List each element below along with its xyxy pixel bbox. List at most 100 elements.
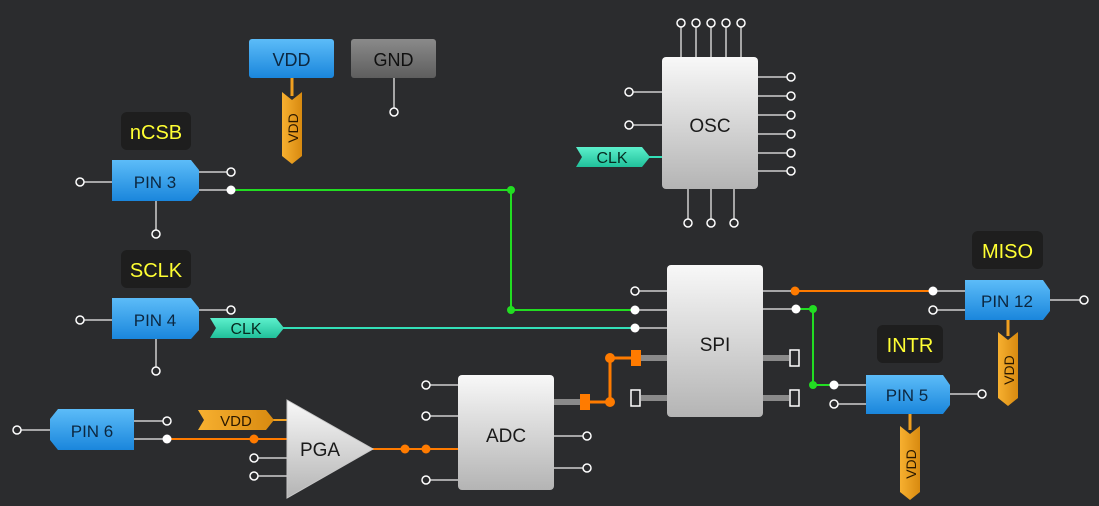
pin-4[interactable]: PIN 4	[75, 298, 236, 376]
vdd-net-flag-pin12[interactable]: VDD	[998, 332, 1018, 406]
pin-3[interactable]: PIN 3	[75, 160, 236, 239]
terminal[interactable]	[786, 166, 796, 176]
terminal[interactable]	[676, 18, 686, 28]
wire-ncsb[interactable]	[231, 189, 635, 311]
bus-port[interactable]	[580, 394, 590, 410]
label-intr: INTR	[877, 325, 943, 363]
terminal[interactable]	[249, 471, 259, 481]
wire-adc-spi[interactable]	[585, 356, 636, 404]
label-sclk: SCLK	[121, 250, 191, 288]
terminal[interactable]	[421, 380, 431, 390]
clk-net-flag-sclk[interactable]: CLK	[210, 318, 284, 338]
vdd-net-label: VDD	[903, 449, 919, 479]
vdd-net-flag-pin5[interactable]: VDD	[900, 426, 920, 500]
pin-4-label: PIN 4	[134, 311, 177, 330]
terminal[interactable]	[829, 380, 839, 390]
wire-junction	[790, 286, 800, 296]
terminal[interactable]	[786, 72, 796, 82]
bus-port[interactable]	[789, 389, 800, 407]
osc-label: OSC	[689, 116, 730, 137]
vdd-net-flag	[282, 92, 302, 164]
vdd-supply[interactable]: VDD VDD	[249, 39, 334, 164]
label-ncsb: nCSB	[121, 112, 191, 150]
terminal[interactable]	[829, 399, 839, 409]
terminal[interactable]	[977, 389, 987, 399]
wire-junction	[809, 305, 817, 313]
spi-block[interactable]: SPI	[630, 265, 801, 417]
terminal[interactable]	[736, 18, 746, 28]
adc-block[interactable]: ADC	[421, 375, 592, 490]
vdd-net-label: VDD	[220, 413, 252, 430]
spi-label: SPI	[700, 335, 731, 356]
terminal[interactable]	[226, 185, 236, 195]
terminal[interactable]	[630, 305, 640, 315]
terminal[interactable]	[928, 305, 938, 315]
terminal[interactable]	[683, 218, 693, 228]
wire-junction	[400, 444, 410, 454]
bus-port[interactable]	[631, 350, 641, 366]
terminal[interactable]	[786, 129, 796, 139]
pga-label: PGA	[300, 440, 340, 461]
gnd-supply-label: GND	[374, 50, 414, 70]
bus-port[interactable]	[630, 389, 641, 407]
terminal[interactable]	[624, 120, 634, 130]
terminal[interactable]	[729, 218, 739, 228]
terminal[interactable]	[162, 416, 172, 426]
vdd-supply-label: VDD	[272, 50, 310, 70]
svg-text:SCLK: SCLK	[130, 260, 183, 282]
terminal[interactable]	[706, 18, 716, 28]
terminal[interactable]	[786, 110, 796, 120]
terminal[interactable]	[151, 229, 161, 239]
vdd-net-label: VDD	[1001, 355, 1017, 385]
gnd-supply[interactable]: GND	[351, 39, 436, 117]
label-miso: MISO	[972, 231, 1043, 269]
pin-5-label: PIN 5	[886, 386, 929, 405]
terminal[interactable]	[630, 286, 640, 296]
adc-label: ADC	[486, 426, 526, 447]
clk-net-label: CLK	[596, 150, 627, 167]
terminal[interactable]	[630, 323, 640, 333]
wire-junction	[421, 444, 431, 454]
terminal[interactable]	[786, 91, 796, 101]
terminal[interactable]	[691, 18, 701, 28]
wire-junction	[809, 381, 817, 389]
terminal[interactable]	[421, 475, 431, 485]
wire-junction	[249, 434, 259, 444]
pin-6[interactable]: PIN 6	[12, 409, 172, 450]
terminal[interactable]	[421, 411, 431, 421]
pin-12[interactable]: PIN 12	[928, 280, 1089, 336]
terminal[interactable]	[721, 18, 731, 28]
clk-net-flag-osc[interactable]: CLK	[576, 147, 650, 167]
terminal[interactable]	[582, 431, 592, 441]
terminal[interactable]	[151, 366, 161, 376]
terminal[interactable]	[75, 315, 85, 325]
wire-intr[interactable]	[797, 308, 833, 386]
terminal[interactable]	[12, 425, 22, 435]
bus-port[interactable]	[789, 349, 800, 367]
terminal[interactable]	[582, 463, 592, 473]
terminal[interactable]	[1079, 295, 1089, 305]
terminal[interactable]	[624, 87, 634, 97]
terminal[interactable]	[786, 148, 796, 158]
vdd-net-flag-pga[interactable]: VDD	[198, 410, 274, 430]
terminal[interactable]	[226, 305, 236, 315]
wire-junction	[507, 186, 515, 194]
svg-text:nCSB: nCSB	[130, 122, 182, 144]
pin-5[interactable]: PIN 5	[829, 375, 987, 430]
terminal[interactable]	[706, 218, 716, 228]
pin-6-label: PIN 6	[71, 422, 114, 441]
terminal[interactable]	[226, 167, 236, 177]
wire-junction	[605, 353, 615, 363]
osc-block[interactable]: OSC	[624, 18, 796, 228]
wire-junction	[507, 306, 515, 314]
terminal[interactable]	[75, 177, 85, 187]
terminal[interactable]	[389, 107, 399, 117]
terminal[interactable]	[249, 453, 259, 463]
terminal[interactable]	[791, 304, 801, 314]
wires	[168, 186, 932, 454]
terminal[interactable]	[162, 434, 172, 444]
svg-text:INTR: INTR	[887, 335, 934, 357]
pga-block[interactable]: PGA	[249, 399, 375, 499]
terminal[interactable]	[928, 286, 938, 296]
